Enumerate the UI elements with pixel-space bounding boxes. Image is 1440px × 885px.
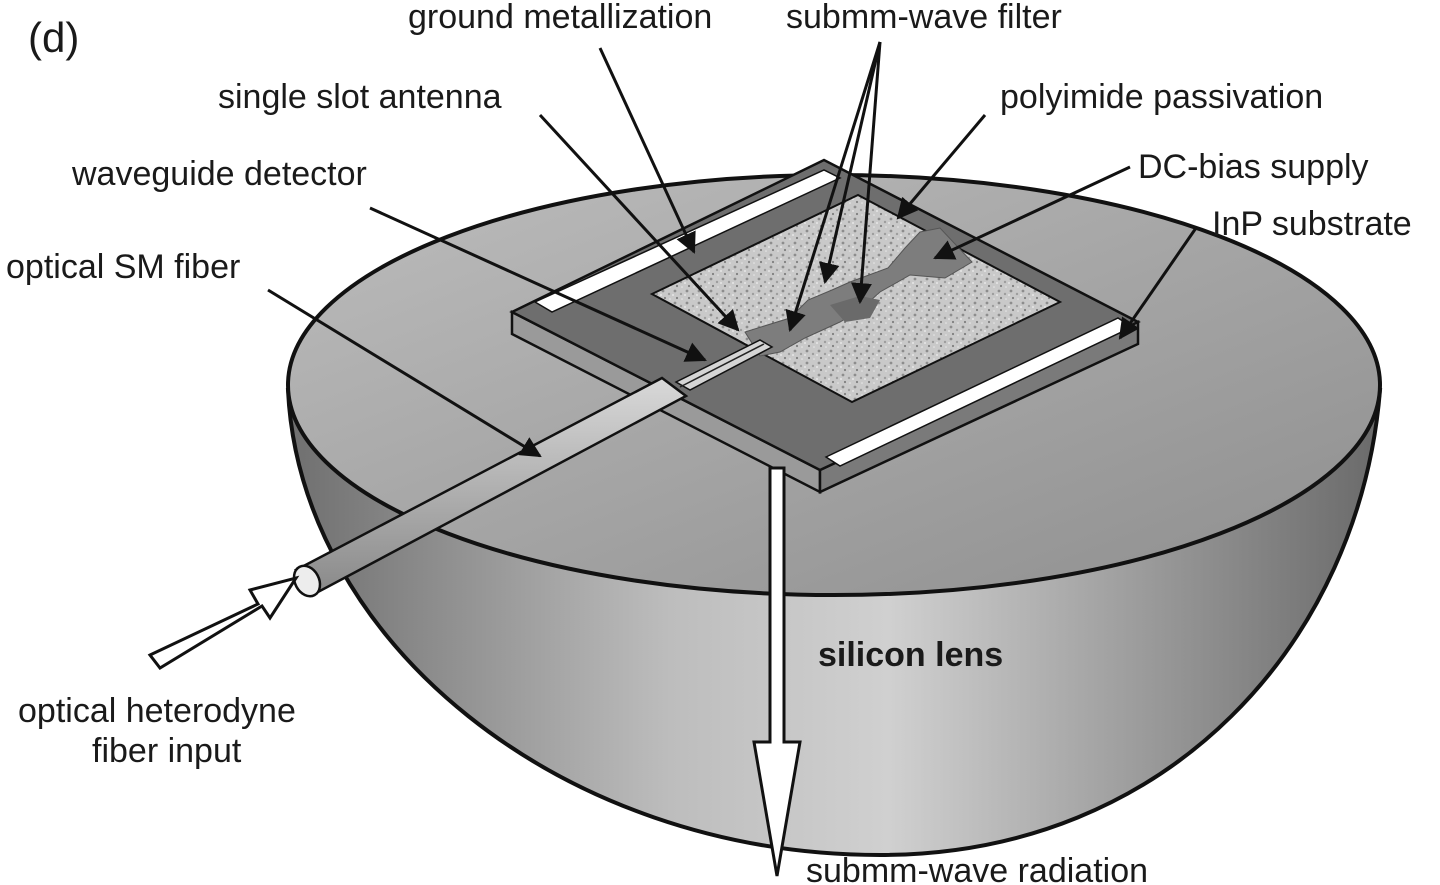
pointer-ground-metallization <box>598 47 696 254</box>
label-optical-sm-fiber: optical SM fiber <box>6 248 240 286</box>
submm-wave-radiation-arrow <box>752 466 802 877</box>
pointer-waveguide-detector <box>369 206 707 362</box>
pointer-dc-bias-supply <box>933 165 1131 260</box>
label-submm-wave-filter: submm-wave filter <box>786 0 1062 36</box>
fiber-end-face <box>292 564 322 598</box>
pointer-optical-sm-fiber <box>267 288 542 458</box>
pointer-inp-substrate <box>1118 227 1198 340</box>
label-silicon-lens: silicon lens <box>818 636 1003 674</box>
pointer-polyimide-passivation <box>896 114 987 220</box>
pointer-submm-filter-1 <box>785 41 882 333</box>
label-optical-heterodyne-line1: optical heterodyne <box>18 692 296 730</box>
pointer-submm-filter-3 <box>850 41 882 305</box>
optical-input-arrow <box>147 575 300 670</box>
panel-label: (d) <box>28 14 79 61</box>
label-ground-metallization: ground metallization <box>408 0 712 36</box>
label-single-slot-antenna: single slot antenna <box>218 78 502 116</box>
label-waveguide-detector: waveguide detector <box>71 155 367 193</box>
label-dc-bias-supply: DC-bias supply <box>1138 148 1369 186</box>
label-polyimide-passivation: polyimide passivation <box>1000 78 1323 116</box>
label-optical-heterodyne-line2: fiber input <box>92 732 242 770</box>
pointer-submm-filter-2 <box>818 41 882 285</box>
label-submm-wave-radiation: submm-wave radiation <box>806 852 1148 885</box>
waveguide-stripe <box>679 343 765 388</box>
label-inp-substrate: InP substrate <box>1212 205 1412 243</box>
pointer-single-slot-antenna <box>538 113 740 332</box>
